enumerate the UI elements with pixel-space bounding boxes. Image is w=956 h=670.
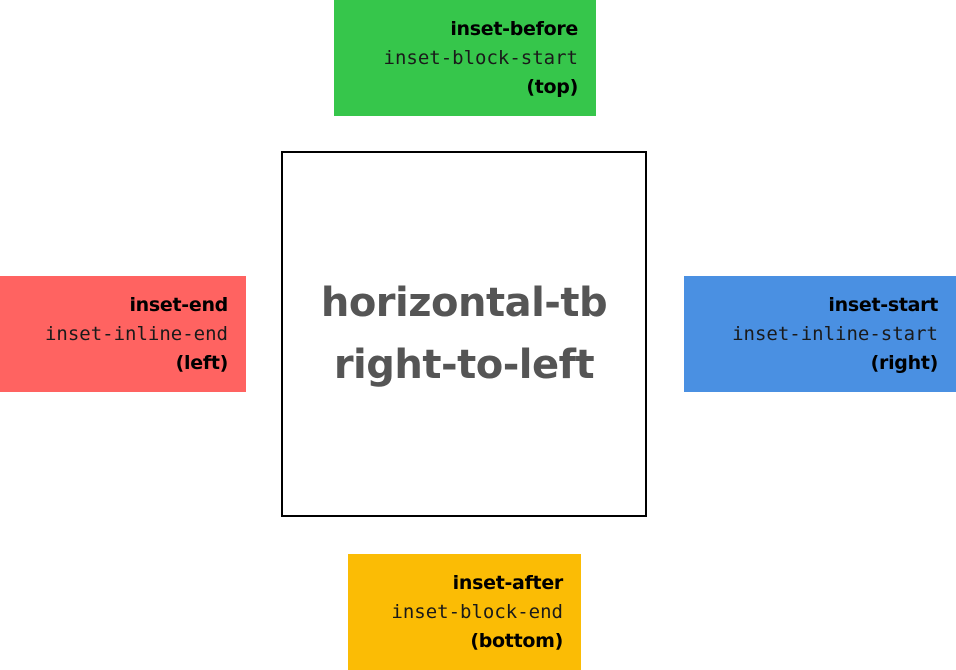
top-physical-label: (top) xyxy=(526,75,578,98)
left-physical-label: (left) xyxy=(175,351,229,374)
inset-end-label: inset-end xyxy=(129,293,228,316)
inset-inline-start-label: inset-inline-start xyxy=(732,322,938,345)
direction-label: right-to-left xyxy=(333,342,595,388)
inset-start-label: inset-start xyxy=(828,293,938,316)
bottom-physical-label: (bottom) xyxy=(470,629,563,652)
right-physical-label: (right) xyxy=(870,351,939,374)
writing-mode-label: horizontal-tb xyxy=(320,280,608,326)
inset-inline-end-label: inset-inline-end xyxy=(44,322,228,345)
inset-after-box: inset-after inset-block-end (bottom) xyxy=(348,554,581,670)
inset-start-box: inset-start inset-inline-start (right) xyxy=(684,276,956,392)
inset-after-label: inset-after xyxy=(452,571,564,594)
inset-end-box: inset-end inset-inline-end (left) xyxy=(0,276,246,392)
inset-before-box: inset-before inset-block-start (top) xyxy=(334,0,596,116)
inset-block-start-label: inset-block-start xyxy=(383,46,578,69)
inset-block-end-label: inset-block-end xyxy=(391,600,563,623)
inset-before-label: inset-before xyxy=(450,17,578,40)
writing-mode-box: horizontal-tb right-to-left xyxy=(281,151,647,517)
